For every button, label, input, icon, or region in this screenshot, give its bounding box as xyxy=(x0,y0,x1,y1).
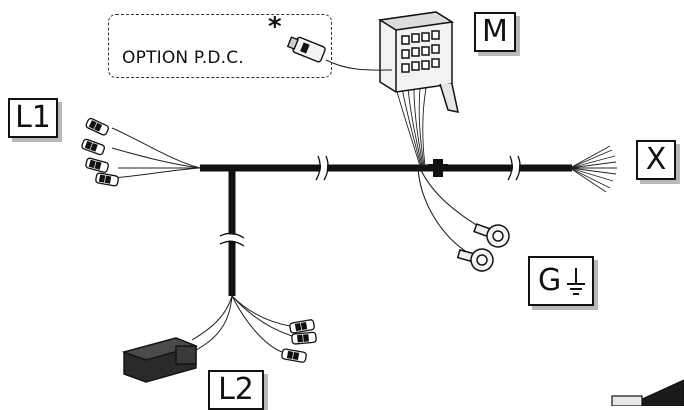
label-x: X xyxy=(636,140,676,180)
option-pdc-box xyxy=(108,14,332,78)
label-g: G xyxy=(528,256,594,306)
ground-symbol-icon xyxy=(567,268,586,295)
label-g-text: G xyxy=(538,263,562,298)
corner-fragment xyxy=(611,379,684,407)
label-m: M xyxy=(474,12,516,52)
label-l2: L2 xyxy=(208,370,264,410)
connector-l2 xyxy=(121,337,199,383)
branch-l2 xyxy=(218,168,246,296)
l2-wires xyxy=(191,295,293,353)
l1-wires xyxy=(111,127,201,179)
label-l1: L1 xyxy=(8,98,58,138)
option-pdc-connector xyxy=(286,36,326,63)
main-trunk xyxy=(200,154,572,182)
m-wires xyxy=(395,87,427,167)
option-pdc-label: OPTION P.D.C. xyxy=(122,48,244,68)
ground-wires xyxy=(417,167,489,255)
connector-m xyxy=(377,11,459,113)
ground-ring-terminals xyxy=(456,223,510,272)
l2-terminals xyxy=(281,319,317,363)
option-wire xyxy=(325,59,393,71)
option-asterisk: * xyxy=(268,12,282,42)
wire-ends-x xyxy=(569,145,617,193)
l1-terminals xyxy=(81,117,119,187)
